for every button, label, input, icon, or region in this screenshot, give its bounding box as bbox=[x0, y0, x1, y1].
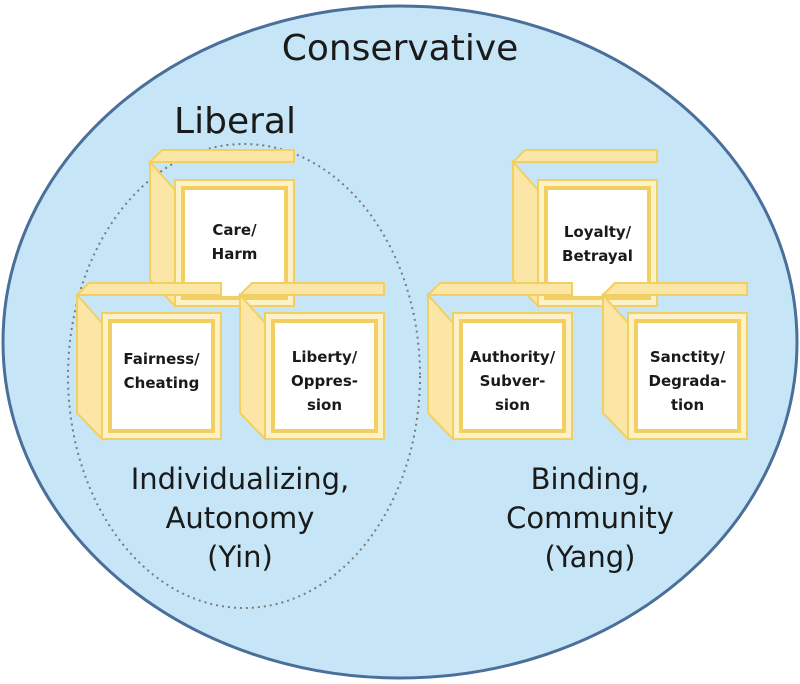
right-group-caption: Binding, Community (Yang) bbox=[470, 460, 710, 577]
caption-line: Autonomy bbox=[165, 501, 315, 535]
block-text-line: Care/ bbox=[212, 221, 257, 239]
block-authority-subversion bbox=[425, 282, 573, 442]
block-text-line: sion bbox=[306, 396, 343, 414]
block-text-line: Harm bbox=[211, 245, 258, 263]
liberal-title: Liberal bbox=[174, 101, 296, 142]
block-label-sanctity-degradation: Sanctity/ Degrada- tion bbox=[636, 345, 739, 417]
caption-line: Community bbox=[506, 501, 674, 535]
block-text-line: Oppres- bbox=[291, 372, 358, 390]
caption-line: Binding, bbox=[530, 462, 650, 496]
conservative-circle bbox=[1, 4, 799, 680]
caption-line: (Yang) bbox=[544, 540, 636, 574]
block-text-line: Cheating bbox=[123, 374, 200, 392]
block-label-care-harm: Care/ Harm bbox=[183, 218, 286, 266]
left-group-caption: Individualizing, Autonomy (Yin) bbox=[95, 460, 385, 577]
block-fairness-cheating bbox=[74, 282, 222, 442]
block-sanctity-degradation bbox=[600, 282, 748, 442]
block-liberty-oppression bbox=[237, 282, 385, 442]
liberal-ellipse bbox=[67, 143, 421, 609]
block-text-line: Loyalty/ bbox=[563, 223, 632, 241]
caption-line: (Yin) bbox=[207, 540, 273, 574]
block-text-line: sion bbox=[494, 396, 531, 414]
block-text-line: Liberty/ bbox=[291, 348, 358, 366]
block-text-line: Sanctity/ bbox=[649, 348, 726, 366]
block-label-fairness-cheating: Fairness/ Cheating bbox=[110, 347, 213, 395]
block-label-liberty-oppression: Liberty/ Oppres- sion bbox=[273, 345, 376, 417]
caption-line: Individualizing, bbox=[130, 462, 350, 496]
conservative-title: Conservative bbox=[281, 28, 519, 69]
block-text-line: tion bbox=[670, 396, 705, 414]
block-text-line: Betrayal bbox=[562, 247, 633, 265]
block-text-line: Fairness/ bbox=[123, 350, 200, 368]
block-label-authority-subversion: Authority/ Subver- sion bbox=[461, 345, 564, 417]
block-label-loyalty-betrayal: Loyalty/ Betrayal bbox=[546, 220, 649, 268]
block-text-line: Degrada- bbox=[648, 372, 727, 390]
block-text-line: Authority/ bbox=[469, 348, 556, 366]
block-text-line: Subver- bbox=[479, 372, 546, 390]
